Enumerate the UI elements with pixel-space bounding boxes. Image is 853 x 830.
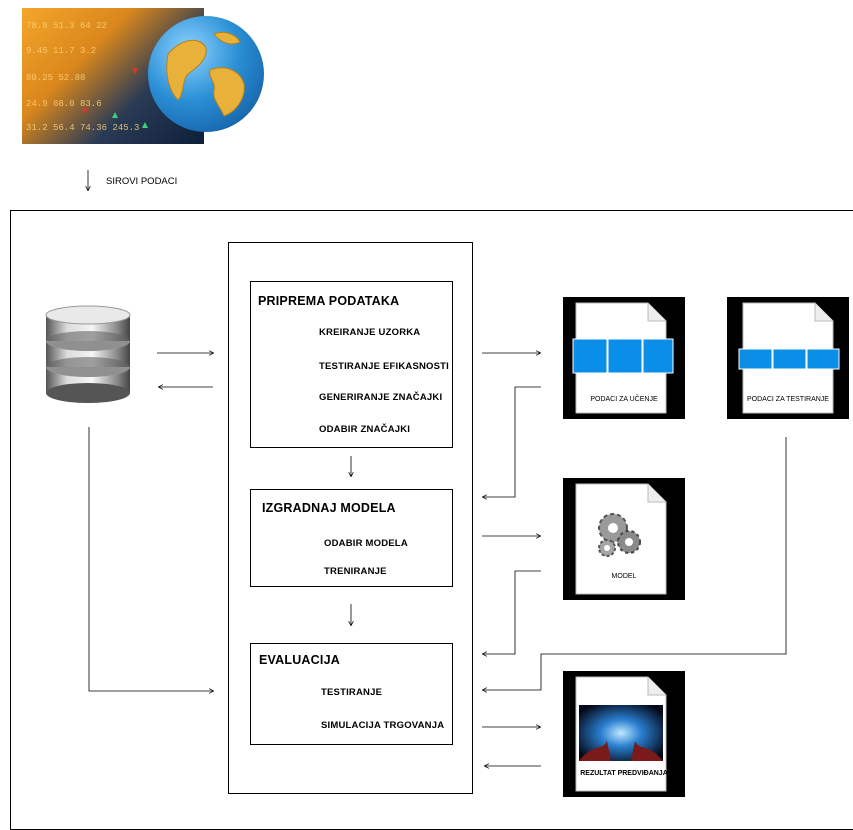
eval-item: SIMULACIJA TRGOVANJA <box>321 720 445 731</box>
svg-text:31.2 56.4 74.36 245.3: 31.2 56.4 74.36 245.3 <box>26 123 139 133</box>
test-data-doc: PODACI ZA TESTIRANJE <box>727 297 849 419</box>
svg-text:80.25 52.88: 80.25 52.88 <box>26 73 85 83</box>
prep-item: KREIRANJE UZORKA <box>319 327 421 338</box>
training-data-doc: PODACI ZA UČENJE <box>563 297 685 419</box>
training-data-label: PODACI ZA UČENJE <box>590 396 658 403</box>
prep-stage: PRIPREMA PODATAKA KREIRANJE UZORKA TESTI… <box>250 281 453 448</box>
eval-title: EVALUACIJA <box>259 653 340 667</box>
raw-data-label: SIROVI PODACI <box>106 176 178 187</box>
svg-text:24.9 68.0 83.6: 24.9 68.0 83.6 <box>26 99 102 109</box>
prediction-result-label: REZULTAT PREDVIĐANJA <box>580 770 668 777</box>
build-item: TRENIRANJE <box>324 566 387 577</box>
connector-arrows <box>0 170 787 807</box>
prep-item: GENERIRANJE ZNAČAJKI <box>319 392 443 403</box>
model-doc: MODEL <box>563 478 685 600</box>
eval-stage: EVALUACIJA TESTIRANJE SIMULACIJA TRGOVAN… <box>250 643 453 745</box>
model-label: MODEL <box>611 573 637 580</box>
build-stage: IZGRADNAJ MODELA ODABIR MODELA TRENIRANJ… <box>250 489 453 587</box>
build-title: IZGRADNAJ MODELA <box>262 501 396 515</box>
svg-text:9.45 11.7 3.2: 9.45 11.7 3.2 <box>26 46 96 56</box>
svg-text:78.9 51.3 64 22: 78.9 51.3 64 22 <box>26 21 107 31</box>
prep-item: ODABIR ZNAČAJKI <box>319 424 411 435</box>
build-item: ODABIR MODELA <box>324 538 408 549</box>
prep-item: TESTIRANJE EFIKASNOSTI <box>319 361 450 372</box>
test-data-label: PODACI ZA TESTIRANJE <box>747 396 829 403</box>
prediction-result-doc: REZULTAT PREDVIĐANJA <box>563 671 685 797</box>
eval-item: TESTIRANJE <box>321 687 383 698</box>
ticker-board-icon: 78.9 51.3 64 22 9.45 11.7 3.2 80.25 52.8… <box>26 21 148 133</box>
globe-icon <box>148 16 264 132</box>
prep-title: PRIPREMA PODATAKA <box>258 294 400 308</box>
database-icon <box>42 305 134 405</box>
gears-icon <box>598 513 641 557</box>
